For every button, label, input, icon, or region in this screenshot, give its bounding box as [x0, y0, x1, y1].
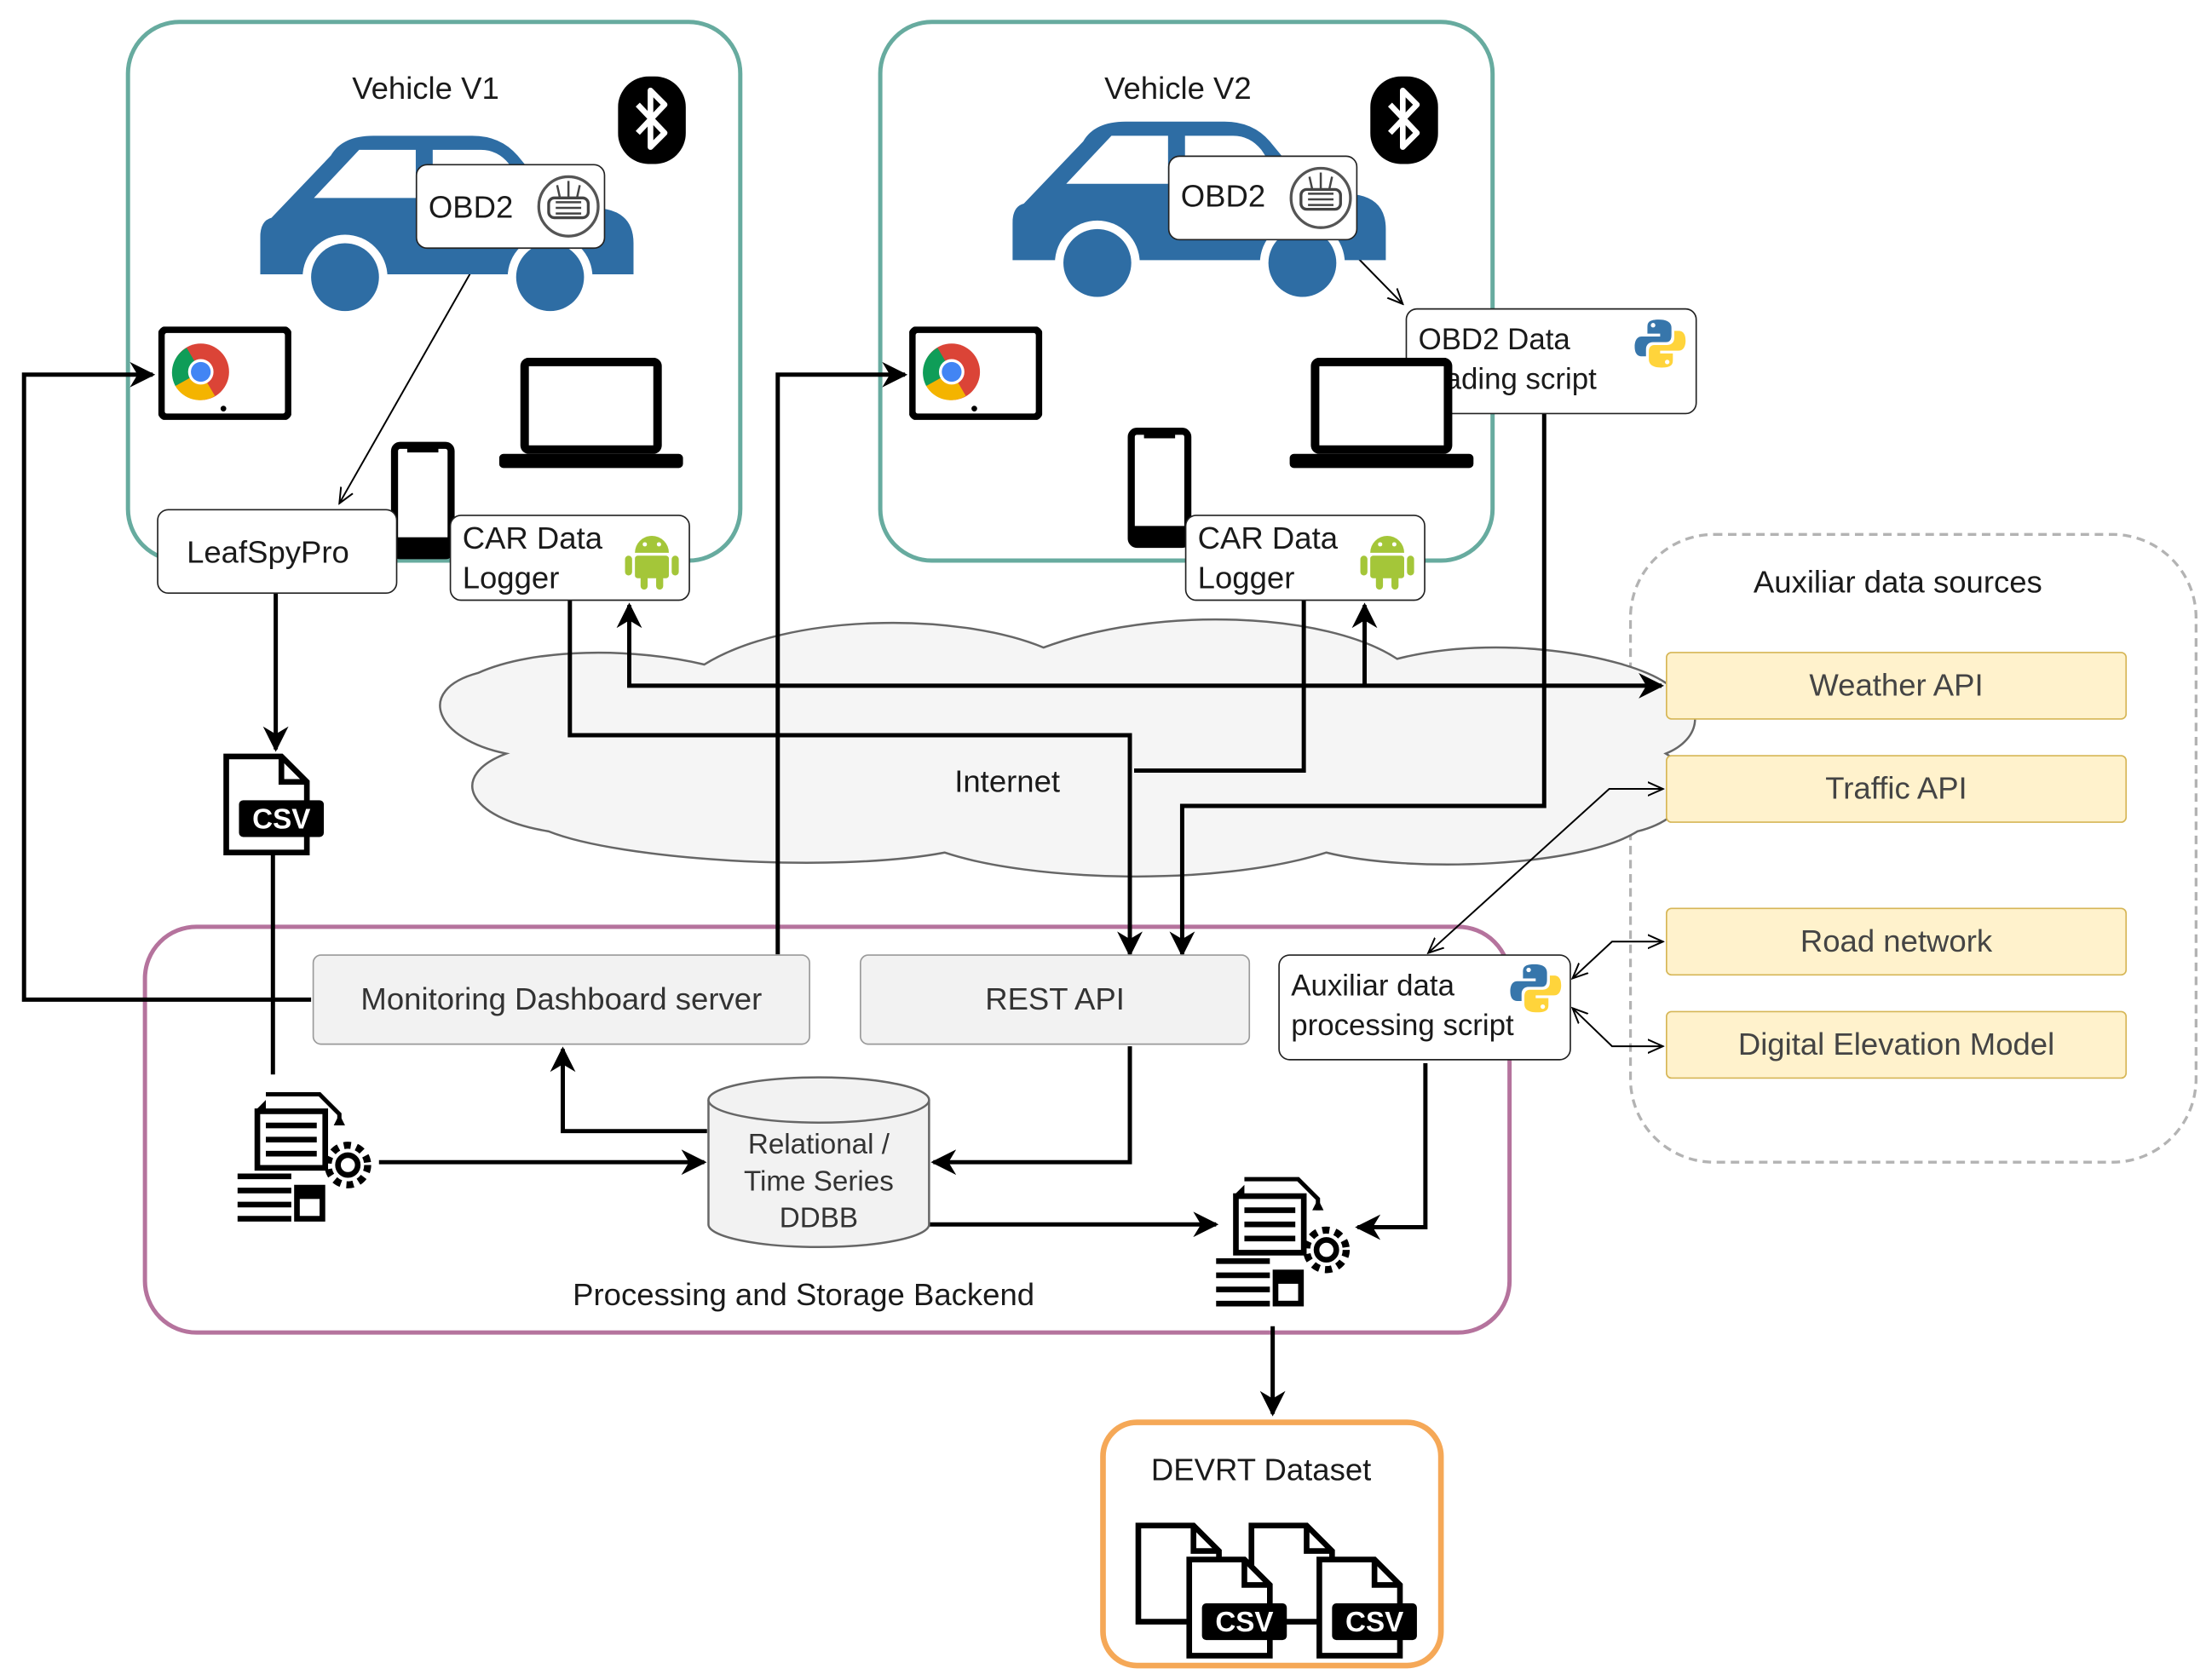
digital-elevation-model-label: Digital Elevation Model — [1737, 1026, 2055, 1062]
bluetooth-icon — [618, 76, 686, 164]
monitoring-dashboard-server: Monitoring Dashboard server — [312, 954, 810, 1045]
car-data-logger-v2-box: CAR Data Logger — [1184, 515, 1426, 601]
laptop-icon — [498, 357, 683, 469]
obd2-reading-script-box: OBD2 Data reading script — [1405, 308, 1697, 415]
rest-api-label: REST API — [985, 981, 1125, 1017]
etl-process-icon — [1216, 1177, 1351, 1307]
tablet-chrome-icon — [158, 326, 291, 420]
obd2-v2-box: OBD2 — [1167, 155, 1358, 241]
rest-api-box: REST API — [860, 954, 1251, 1045]
car-data-logger-v1-label: CAR Data Logger — [462, 520, 603, 595]
backend-group — [142, 924, 1512, 1335]
aux-processing-script-label: Auxiliar data processing script — [1291, 969, 1514, 1043]
traffic-api-label: Traffic API — [1825, 770, 1967, 806]
obd-connector-icon — [1289, 166, 1352, 229]
leafspypro-label: LeafSpyPro — [187, 534, 349, 570]
tablet-chrome-icon — [909, 326, 1043, 420]
vehicle-v1-title: Vehicle V1 — [352, 70, 499, 106]
dataset-title: DEVRT Dataset — [1150, 1452, 1372, 1487]
monitoring-dashboard-label: Monitoring Dashboard server — [360, 981, 763, 1017]
obd2-reading-script-label: OBD2 Data reading script — [1418, 324, 1597, 396]
android-icon — [625, 535, 679, 590]
car-data-logger-v1-box: CAR Data Logger — [449, 515, 690, 601]
database-label: Relational / Time Series DDBB — [743, 1130, 894, 1234]
phone-icon — [390, 441, 455, 560]
android-icon — [1360, 535, 1414, 590]
csv-file-label: CSV — [252, 804, 310, 836]
vehicle-v1-group — [125, 20, 743, 563]
obd-connector-icon — [537, 175, 600, 238]
obd2-v1-box: OBD2 — [415, 164, 606, 250]
obd2-v2-label: OBD2 — [1180, 178, 1266, 214]
car-data-logger-v2-label: CAR Data Logger — [1197, 520, 1339, 595]
weather-api-box: Weather API — [1666, 652, 2128, 720]
bluetooth-icon — [1370, 76, 1438, 164]
backend-title: Processing and Storage Backend — [573, 1276, 1035, 1313]
csv-file-label: CSV — [1345, 1607, 1403, 1638]
etl-process-icon — [237, 1092, 372, 1222]
csv-file-icon: CSV — [1316, 1556, 1417, 1659]
internet-label: Internet — [954, 763, 1061, 799]
csv-file-icon: CSV — [223, 753, 325, 856]
obd2-v1-label: OBD2 — [428, 189, 514, 225]
python-icon — [1510, 964, 1562, 1013]
leafspypro-box: LeafSpyPro — [157, 509, 398, 595]
phone-icon — [1127, 428, 1192, 549]
weather-api-label: Weather API — [1809, 667, 1984, 703]
traffic-api-box: Traffic API — [1666, 755, 2128, 823]
dataset-group — [1100, 1419, 1444, 1669]
laptop-icon — [1289, 357, 1474, 469]
road-network-box: Road network — [1666, 907, 2128, 976]
database-icon — [707, 1076, 930, 1248]
road-network-label: Road network — [1800, 923, 1993, 959]
python-icon — [1634, 319, 1686, 368]
aux-processing-script-box: Auxiliar data processing script — [1278, 954, 1571, 1061]
csv-file-label: CSV — [1215, 1607, 1273, 1638]
csv-file-icon: CSV — [1186, 1556, 1287, 1659]
vehicle-v2-title: Vehicle V2 — [1104, 70, 1252, 106]
aux-sources-title: Auxiliar data sources — [1753, 564, 2042, 600]
digital-elevation-model-box: Digital Elevation Model — [1666, 1010, 2128, 1079]
